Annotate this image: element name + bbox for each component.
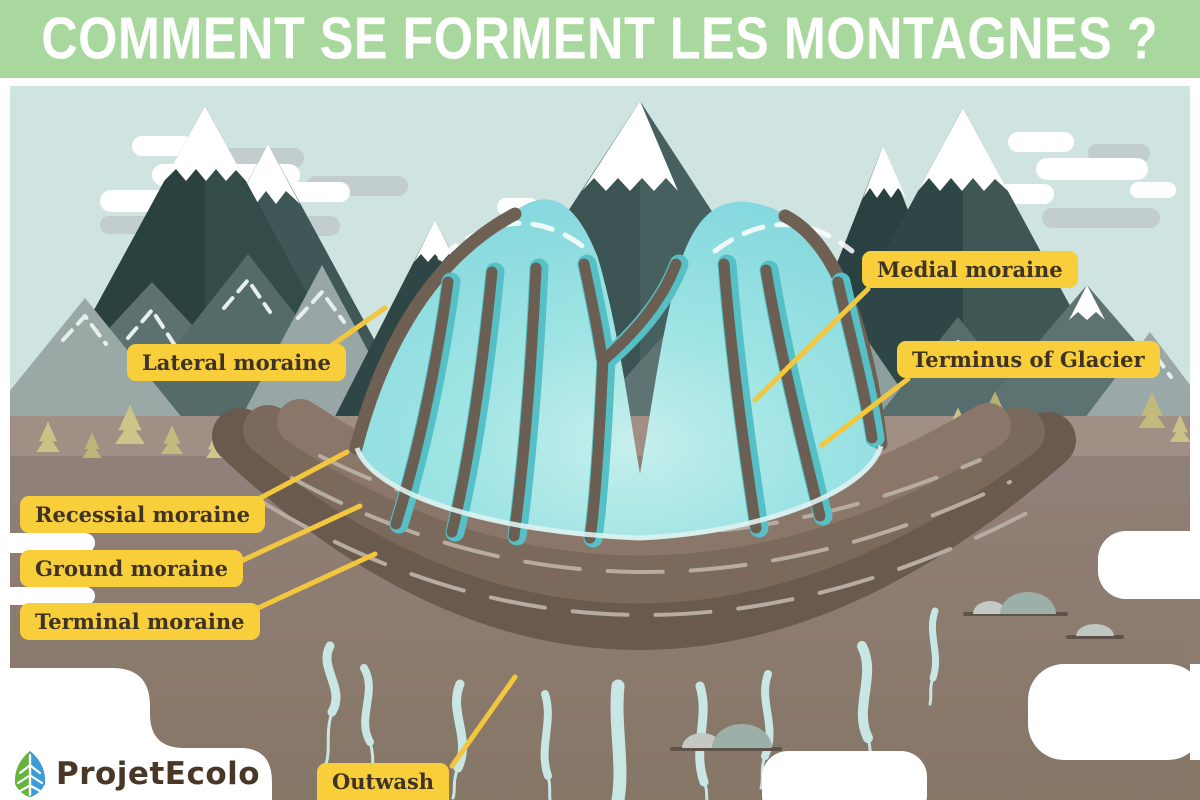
medial-pointer [752,286,871,403]
lateral-moraine-left [349,207,522,455]
projetecolo-logo: ProjetEcolo [12,750,260,798]
white-cutouts [0,86,1200,800]
ground-pointer [223,503,363,571]
terminus-pointer [819,376,911,448]
label-lateral-moraine: Lateral moraine [127,344,346,381]
leaf-icon [14,751,46,797]
page-title: COMMENT SE FORMENT LES MONTAGNES ? [41,5,1159,73]
outwash-streams [322,607,940,800]
lateral-pointer [322,305,388,353]
glacier [349,199,888,548]
glacier-scene-illustration [0,86,1200,800]
label-medial-moraine: Medial moraine [862,251,1078,288]
label-terminus-of-glacier: Terminus of Glacier [897,341,1160,378]
glacier-terminus-rim [354,445,884,541]
label-recessial-moraine: Recessial moraine [20,496,265,533]
label-outwash: Outwash [317,763,450,800]
label-terminal-moraine: Terminal moraine [20,603,260,640]
logo-text: ProjetEcolo [56,756,261,792]
label-ground-moraine: Ground moraine [20,550,244,587]
outwash-pointer [449,674,518,769]
rocks [670,592,1124,751]
title-banner: COMMENT SE FORMENT LES MONTAGNES ? [0,0,1200,78]
medial-moraine-stripes [390,258,878,544]
